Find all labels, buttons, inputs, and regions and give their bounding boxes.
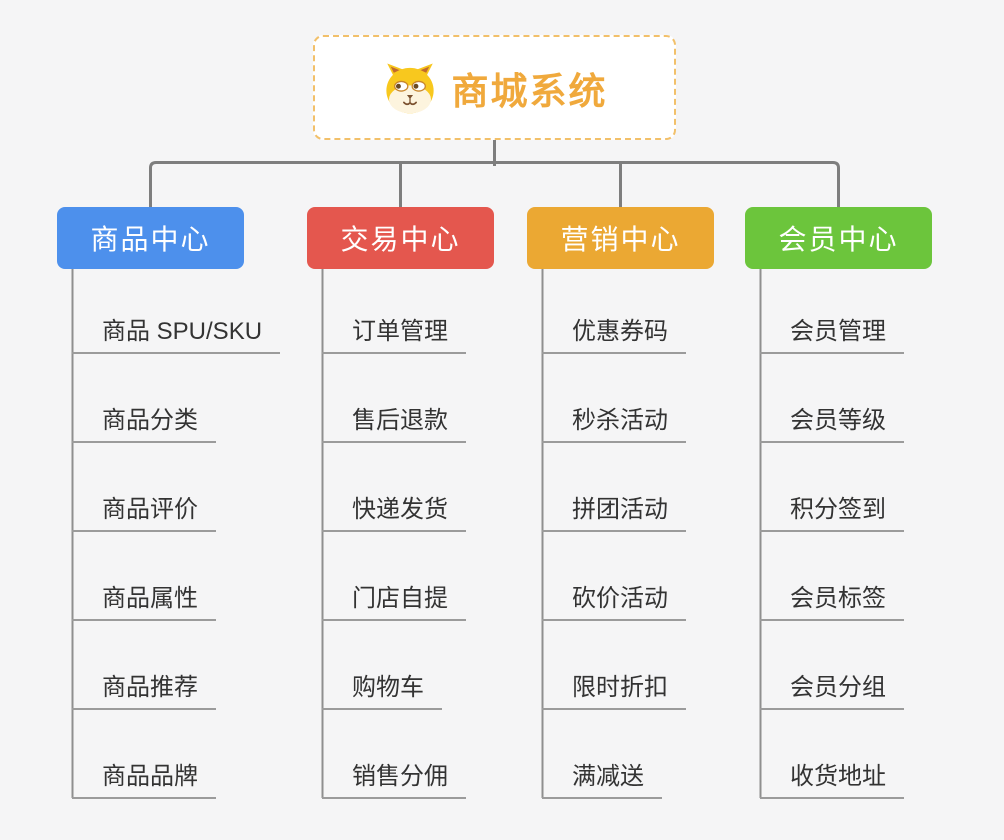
branch-node-product-center[interactable]: 商品中心: [57, 207, 244, 269]
child-node[interactable]: 限时折扣: [542, 666, 686, 710]
child-node[interactable]: 砍价活动: [542, 577, 686, 621]
child-node[interactable]: 收货地址: [760, 755, 904, 799]
root-node-mall-system[interactable]: 商城系统: [313, 35, 676, 140]
child-node[interactable]: 商品属性: [72, 577, 216, 621]
child-node[interactable]: 售后退款: [322, 399, 466, 443]
branch-node-marketing-center[interactable]: 营销中心: [527, 207, 714, 269]
child-node[interactable]: 销售分佣: [322, 755, 466, 799]
dog-face-icon: [385, 63, 434, 113]
child-node[interactable]: 购物车: [322, 666, 442, 710]
child-node[interactable]: 满减送: [542, 755, 662, 799]
branch-node-trade-center[interactable]: 交易中心: [307, 207, 494, 269]
child-node[interactable]: 会员分组: [760, 666, 904, 710]
child-node[interactable]: 会员管理: [760, 310, 904, 354]
child-node[interactable]: 快递发货: [322, 488, 466, 532]
child-node[interactable]: 商品推荐: [72, 666, 216, 710]
child-node[interactable]: 订单管理: [322, 310, 466, 354]
child-node[interactable]: 秒杀活动: [542, 399, 686, 443]
child-node[interactable]: 门店自提: [322, 577, 466, 621]
child-node[interactable]: 拼团活动: [542, 488, 686, 532]
branch-node-member-center[interactable]: 会员中心: [745, 207, 932, 269]
child-node[interactable]: 积分签到: [760, 488, 904, 532]
child-node[interactable]: 商品 SPU/SKU: [72, 310, 281, 354]
child-node[interactable]: 会员等级: [760, 399, 904, 443]
child-node[interactable]: 优惠券码: [542, 310, 686, 354]
child-node[interactable]: 商品评价: [72, 488, 216, 532]
root-title: 商城系统: [451, 70, 608, 112]
child-node[interactable]: 商品分类: [72, 399, 216, 443]
child-node[interactable]: 商品品牌: [72, 755, 216, 799]
child-node[interactable]: 会员标签: [760, 577, 904, 621]
